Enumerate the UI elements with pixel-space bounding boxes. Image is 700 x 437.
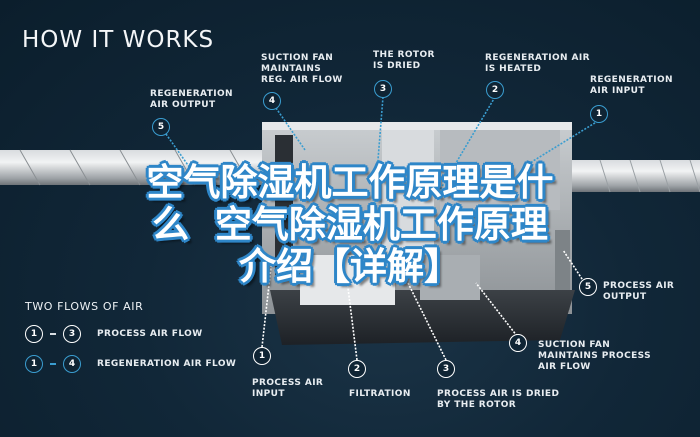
overlay-line-1: 空气除湿机工作原理是什 xyxy=(146,161,554,204)
step-4-process-icon: 4 xyxy=(509,334,527,352)
legend-end-icon: 3 xyxy=(63,325,81,343)
callout-label-process-4: SUCTION FAN MAINTAINS PROCESS AIR FLOW xyxy=(538,340,651,372)
step-4-regen-icon: 4 xyxy=(263,92,281,110)
legend-start-icon: 1 xyxy=(25,325,43,343)
article-title-overlay: 空气除湿机工作原理是什 么 空气除湿机工作原理 介绍【详解】 xyxy=(100,162,600,288)
step-5-process-icon: 5 xyxy=(579,278,597,296)
callout-label-process-2: FILTRATION xyxy=(349,389,411,399)
legend-item-process: 1 3 PROCESS AIR FLOW xyxy=(25,325,203,343)
legend-item-regeneration: 1 4 REGENERATION AIR FLOW xyxy=(25,355,236,373)
step-1-process-icon: 1 xyxy=(253,347,271,365)
callout-label-process-1: PROCESS AIR INPUT xyxy=(252,378,324,399)
page-title: HOW IT WORKS xyxy=(22,27,215,53)
callout-label-process-5: PROCESS AIR OUTPUT xyxy=(603,281,675,302)
legend-label: REGENERATION AIR FLOW xyxy=(97,359,237,369)
step-5-regen-icon: 5 xyxy=(152,118,170,136)
overlay-line-3: 介绍【详解】 xyxy=(239,245,461,288)
legend-end-icon: 4 xyxy=(63,355,81,373)
legend-dash xyxy=(50,363,56,365)
legend-title: TWO FLOWS OF AIR xyxy=(25,300,144,313)
step-2-process-icon: 2 xyxy=(348,360,366,378)
callout-label-regen-5: REGENERATION AIR OUTPUT xyxy=(150,89,233,110)
legend-start-icon: 1 xyxy=(25,355,43,373)
callout-label-regen-2: REGENERATION AIR IS HEATED xyxy=(485,53,590,74)
step-3-process-icon: 3 xyxy=(437,360,455,378)
legend-dash xyxy=(50,333,56,335)
step-1-regen-icon: 1 xyxy=(590,105,608,123)
callout-label-regen-1: REGENERATION AIR INPUT xyxy=(590,75,673,96)
step-2-regen-icon: 2 xyxy=(486,81,504,99)
callout-label-regen-4: SUCTION FAN MAINTAINS REG. AIR FLOW xyxy=(261,53,343,85)
overlay-line-2: 么 空气除湿机工作原理 xyxy=(152,203,548,246)
legend-label: PROCESS AIR FLOW xyxy=(97,329,203,339)
callout-label-process-3: PROCESS AIR IS DRIED BY THE ROTOR xyxy=(437,389,560,410)
step-3-regen-icon: 3 xyxy=(374,80,392,98)
callout-label-regen-3: THE ROTOR IS DRIED xyxy=(373,50,435,71)
